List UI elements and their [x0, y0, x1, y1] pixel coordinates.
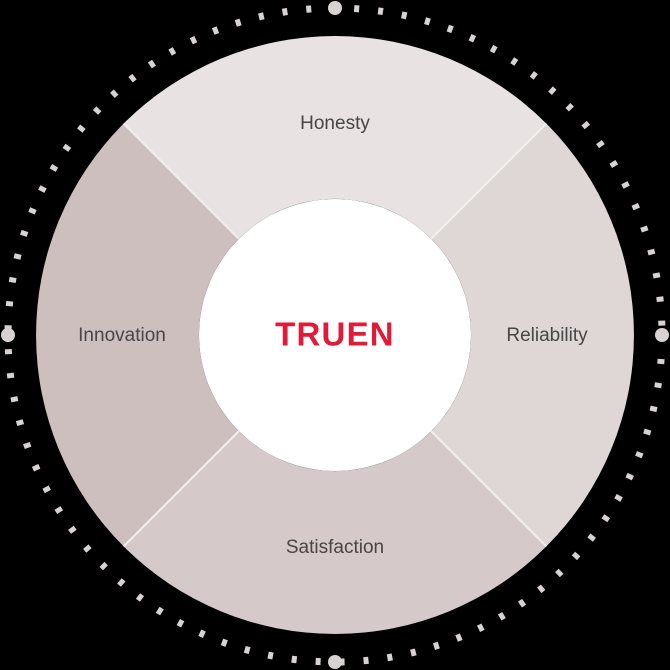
segment-innovation[interactable]: [36, 123, 239, 547]
marker-top-icon: [328, 1, 342, 15]
center-brand-wordmark: TRUEN: [275, 316, 395, 353]
label-reliability: Reliability: [506, 325, 588, 346]
label-innovation: Innovation: [78, 325, 166, 346]
segment-reliability[interactable]: [431, 123, 634, 547]
quadrant-group: [36, 36, 634, 634]
separator-bottom-right: [430, 430, 548, 548]
separator-top-left: [122, 122, 240, 240]
label-satisfaction: Satisfaction: [286, 537, 384, 558]
marker-bottom-icon: [328, 655, 342, 669]
marker-right-icon: [655, 328, 669, 342]
segment-honesty[interactable]: [123, 36, 547, 239]
quadrant-separators: [122, 122, 548, 548]
marker-left-icon: [1, 328, 15, 342]
separator-top-right: [430, 122, 548, 240]
label-honesty: Honesty: [300, 113, 370, 134]
segment-satisfaction[interactable]: [123, 431, 547, 634]
inner-circle-hub: [199, 199, 471, 471]
separator-bottom-left: [122, 430, 240, 548]
